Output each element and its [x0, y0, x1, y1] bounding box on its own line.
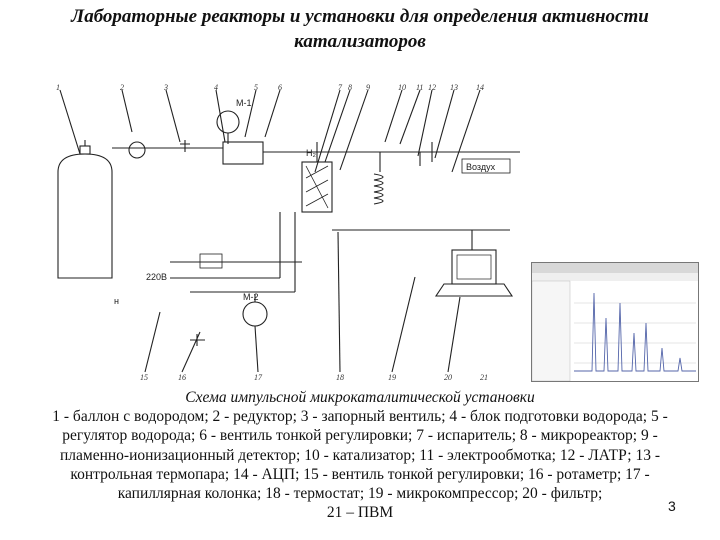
- caption-title: Схема импульсной микрокаталитической уст…: [185, 389, 535, 406]
- caption-line-1: 1 - баллон с водородом; 2 - редуктор; 3 …: [52, 408, 668, 426]
- callout-20: 20: [444, 373, 452, 382]
- label-m2: M-2: [243, 292, 259, 302]
- callout-10: 10: [398, 83, 406, 92]
- callout-18: 18: [336, 373, 344, 382]
- pressure-gauge-icon: [128, 141, 146, 159]
- label-air: Воздух: [466, 162, 496, 172]
- caption-line-3: пламенно-ионизационный детектор; 10 - ка…: [59, 446, 660, 464]
- installation-schematic: 1 2 3 4 5 6 7 8 9 10 11 12 13 14 15 16 1…: [56, 83, 520, 382]
- m2-gauge-icon: [242, 301, 268, 327]
- callout-8: 8: [348, 83, 352, 92]
- callout-13: 13: [450, 83, 458, 92]
- callout-19: 19: [388, 373, 396, 382]
- callout-16: 16: [178, 373, 186, 382]
- callout-11: 11: [416, 83, 423, 92]
- page-number: 3: [668, 498, 676, 514]
- callout-14: 14: [476, 83, 484, 92]
- callout-2: 2: [120, 83, 124, 92]
- m1-gauge-icon: [216, 110, 240, 134]
- label-voltage: 220В: [146, 272, 167, 282]
- callout-6: 6: [278, 83, 282, 92]
- caption-line-5: капиллярная колонка; 18 - термостат; 19 …: [117, 485, 603, 503]
- chromatogram-trace: [574, 292, 696, 372]
- gas-cylinder-icon: [57, 140, 113, 279]
- rotameter-icon: [373, 173, 384, 205]
- callout-9: 9: [366, 83, 370, 92]
- title-line-2: катализаторов: [294, 31, 426, 52]
- title-line-1: Лабораторные реакторы и установки для оп…: [71, 6, 649, 27]
- callout-17: 17: [254, 373, 263, 382]
- schematic-caption: Схема импульсной микрокаталитической уст…: [12, 388, 708, 522]
- callout-15: 15: [140, 373, 148, 382]
- slide-title: Лабораторные реакторы и установки для оп…: [20, 4, 700, 54]
- callout-1: 1: [56, 83, 60, 92]
- monitor-icon: [434, 249, 514, 297]
- label-m1: M-1: [236, 98, 252, 108]
- callout-3: 3: [163, 83, 168, 92]
- callout-12: 12: [428, 83, 436, 92]
- callout-4: 4: [214, 83, 218, 92]
- callout-7: 7: [338, 83, 343, 92]
- callout-21: 21: [480, 373, 488, 382]
- label-h2: H₂: [306, 148, 316, 158]
- caption-line-6: 21 – ПВМ: [326, 504, 394, 522]
- callout-5: 5: [254, 83, 258, 92]
- caption-line-4: контрольная термопара; 14 - АЦП; 15 - ве…: [70, 465, 650, 483]
- label-n: н: [114, 296, 119, 306]
- chromatogram-screenshot: [531, 262, 699, 382]
- caption-line-2: регулятор водорода; 6 - вентиль тонкой р…: [62, 427, 658, 445]
